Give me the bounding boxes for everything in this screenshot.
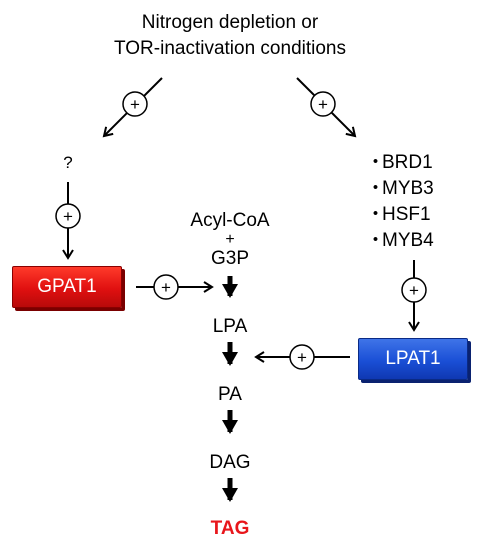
gene-name: MYB3: [382, 178, 434, 199]
gpat1-box: GPAT1: [12, 266, 122, 308]
condition-title-line2: TOR-inactivation conditions: [114, 38, 346, 59]
gene-item: ・MYB3: [366, 176, 434, 202]
plus-circle-lpat1: +: [289, 344, 315, 370]
gene-item: ・MYB4: [366, 228, 434, 254]
gene-item: ・BRD1: [366, 150, 434, 176]
tag-label: TAG: [210, 518, 250, 539]
plus-circle-right-top: +: [310, 91, 336, 117]
plus-sign: +: [318, 95, 328, 114]
plus-sign-label: +: [225, 231, 235, 248]
plus-circle-left-vertical: +: [55, 203, 81, 229]
plus-sign: +: [161, 278, 171, 297]
gene-name: BRD1: [382, 152, 433, 173]
plus-circle-factors: +: [401, 277, 427, 303]
plus-sign: +: [63, 207, 73, 226]
plus-circle-left-top: +: [122, 91, 148, 117]
gene-name: HSF1: [382, 204, 431, 225]
acyl-coa-label: Acyl-CoA: [190, 210, 270, 231]
gene-item: ・HSF1: [366, 202, 434, 228]
lpa-label: LPA: [212, 316, 248, 337]
lpat1-label: LPAT1: [385, 348, 441, 369]
lpat1-box: LPAT1: [358, 338, 468, 380]
plus-sign: +: [297, 348, 307, 367]
g3p-label: G3P: [210, 248, 250, 269]
bullet-icon: ・: [366, 204, 386, 225]
condition-title-line1: Nitrogen depletion or: [141, 12, 319, 33]
plus-sign: +: [409, 281, 419, 300]
unknown-factor-label: ?: [63, 153, 73, 172]
bullet-icon: ・: [366, 178, 386, 199]
gene-name: MYB4: [382, 230, 434, 251]
bullet-icon: ・: [366, 230, 386, 251]
gpat1-label: GPAT1: [37, 276, 97, 297]
pa-label: PA: [218, 384, 242, 405]
bullet-icon: ・: [366, 152, 386, 173]
transcription-factor-list: ・BRD1 ・MYB3 ・HSF1 ・MYB4: [366, 150, 434, 254]
plus-circle-gpat1: +: [153, 274, 179, 300]
dag-label: DAG: [209, 452, 251, 473]
plus-sign: +: [130, 95, 140, 114]
